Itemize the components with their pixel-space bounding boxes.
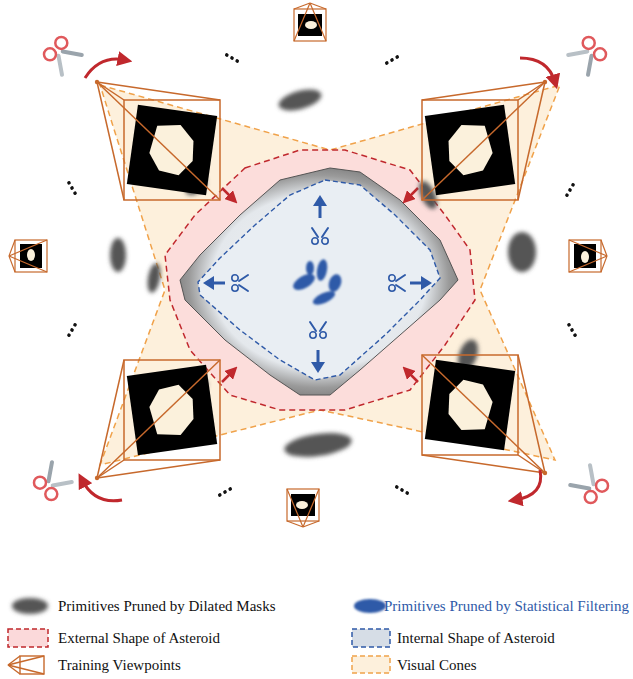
statistical-primitives	[291, 258, 344, 307]
asteroid	[180, 168, 458, 395]
curved-arrows	[82, 58, 555, 501]
legend-label: Training Viewpoints	[58, 656, 181, 674]
red-scissors	[31, 34, 610, 505]
legend-samples	[8, 598, 390, 674]
blue-scissors	[232, 228, 405, 338]
legend-label: Visual Cones	[397, 656, 477, 674]
external-shape	[165, 150, 475, 410]
outward-arrows	[203, 195, 432, 373]
legend-label: Primitives Pruned by Dilated Masks	[58, 597, 276, 615]
internal-shape	[198, 180, 440, 380]
more-viewpoints	[67, 53, 578, 498]
inward-arrows	[222, 188, 418, 382]
legend-label: External Shape of Asteroid	[58, 629, 220, 647]
legend-label: Primitives Pruned by Statistical Filteri…	[384, 597, 629, 615]
training-viewpoints	[9, 3, 607, 527]
legend-label: Internal Shape of Asteroid	[397, 629, 555, 647]
